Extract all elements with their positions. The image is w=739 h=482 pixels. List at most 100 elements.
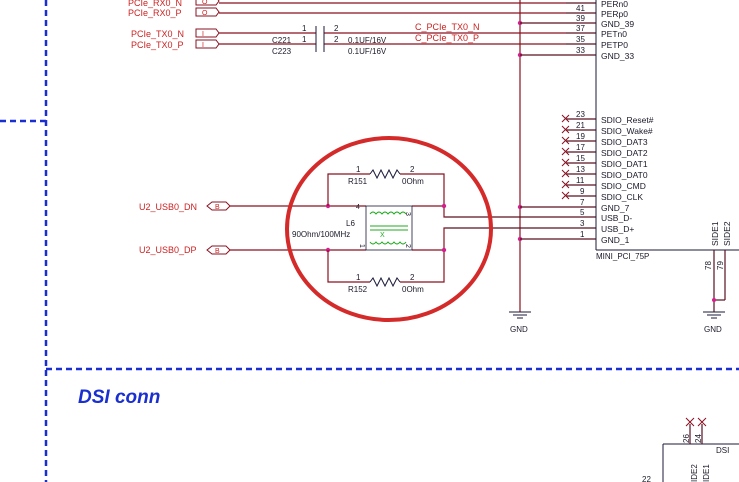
choke-value: 90Ohm/100MHz <box>292 230 350 239</box>
connector-side2: SIDE2 <box>722 221 732 246</box>
dsi-label: DSI <box>716 446 729 455</box>
pin-name-PERp0: PERp0 <box>601 9 628 19</box>
connector-side-pin-78: 78 <box>704 261 713 270</box>
pin-name-SDIO_DAT0: SDIO_DAT0 <box>601 170 648 180</box>
port-tx0-p-dir: I <box>202 42 204 49</box>
port-tx0-p <box>195 39 220 49</box>
capacitor-c223: C223 0.1UF/16V <box>272 47 387 56</box>
pin-name-GND_39: GND_39 <box>601 19 634 29</box>
connector-part-name: MINI_PCI_75P <box>596 252 649 261</box>
pin-num-23: 23 <box>576 110 585 119</box>
r151-pin2: 2 <box>410 165 415 174</box>
pin-name-SDIO_DAT1: SDIO_DAT1 <box>601 159 648 169</box>
choke-pin-1: 1 <box>358 244 365 248</box>
no-connect-marks <box>561 114 570 200</box>
pin-num-17: 17 <box>576 143 585 152</box>
r152-ref: R152 <box>348 285 368 294</box>
r151-value: 0Ohm <box>402 177 424 186</box>
connector-pin-names: PERn0 PERp0 GND_39 PETn0 PETP0 GND_33 SD… <box>601 0 654 245</box>
pcie-rx-ports: PCIe_RX0_N PCIe_RX0_P O O <box>128 0 566 18</box>
pcie-tx-ports: PCIe_TX0_N PCIe_TX0_P I I <box>131 28 566 50</box>
pin-name-SDIO_Reset: SDIO_Reset# <box>601 115 654 125</box>
choke-ref: L6 <box>346 219 355 228</box>
pin-num-3: 3 <box>580 219 585 228</box>
pin-num-5: 5 <box>580 208 585 217</box>
c221-value: 0.1UF/16V <box>348 36 387 45</box>
c221-ref: C221 <box>272 36 292 45</box>
junction-side <box>712 298 716 302</box>
pin-name-SDIO_Wake: SDIO_Wake# <box>601 126 653 136</box>
pin-num-1: 1 <box>580 230 585 239</box>
pin-num-7: 7 <box>580 198 585 207</box>
net-usb-dn: U2_USB0_DN <box>139 202 197 212</box>
pin-num-15: 15 <box>576 154 585 163</box>
gnd-label-1: GND <box>510 325 528 334</box>
pin-num-33: 33 <box>576 46 585 55</box>
c221-pin1: 1 <box>302 24 307 33</box>
r151-ref: R151 <box>348 177 368 186</box>
port-tx0-n-dir: I <box>202 31 204 38</box>
choke-l6: X 4 3 1 2 L6 90Ohm/100MHz <box>292 204 413 251</box>
net-pcie-tx0-p: PCIe_TX0_P <box>131 40 184 50</box>
gnd-symbol-1: GND <box>509 311 531 334</box>
dsi-side-ide1: IDE1 <box>702 464 711 482</box>
connector-side1: SIDE1 <box>710 221 720 246</box>
net-pcie-rx0-n: PCIe_RX0_N <box>128 0 182 8</box>
port-rx0-n <box>195 0 220 6</box>
pin-name-USB_DP: USB_D+ <box>601 224 634 234</box>
pin-name-SDIO_CLK: SDIO_CLK <box>601 192 643 202</box>
resistor-r151: 1 2 R151 0Ohm <box>348 165 424 186</box>
port-rx0-p-dir: O <box>202 10 208 17</box>
section-title-dsi: DSI conn <box>78 387 160 408</box>
resistor-r152: 1 2 R152 0Ohm <box>348 273 424 294</box>
pin-name-GND_1: GND_1 <box>601 235 630 245</box>
c223-pin1: 1 <box>302 35 307 44</box>
port-tx0-n <box>195 28 220 38</box>
gnd-symbol-2: GND <box>703 311 725 334</box>
choke-pin-2: 2 <box>404 244 411 248</box>
pin-name-SDIO_CMD: SDIO_CMD <box>601 181 646 191</box>
choke-mark: X <box>380 232 385 239</box>
dsi-pin-24: 24 <box>694 434 703 443</box>
connector-pin-stubs <box>445 2 596 240</box>
choke-pin-3: 3 <box>404 212 411 216</box>
capacitor-c221: 1 2 C221 0.1UF/16V 1 2 <box>272 24 387 52</box>
pin-num-19: 19 <box>576 132 585 141</box>
pin-name-GND_33: GND_33 <box>601 51 634 61</box>
port-usb-dp-dir: B <box>215 248 220 255</box>
c223-ref: C223 <box>272 47 292 56</box>
c223-value: 0.1UF/16V <box>348 47 387 56</box>
highlight-circle <box>285 136 493 322</box>
connector-side-pin-79: 79 <box>716 261 725 270</box>
net-usb-dp: U2_USB0_DP <box>139 245 197 255</box>
pin-num-39: 39 <box>576 14 585 23</box>
pin-name-PETn0: PETn0 <box>601 29 627 39</box>
pin-num-9: 9 <box>580 187 585 196</box>
gnd-label-2: GND <box>704 325 722 334</box>
pin-num-11: 11 <box>576 176 585 185</box>
pin-num-35: 35 <box>576 35 585 44</box>
pin-name-PETP0: PETP0 <box>601 40 628 50</box>
dsi-pin-22: 22 <box>642 475 651 482</box>
c223-pin2: 2 <box>334 35 339 44</box>
port-usb-dn-dir: B <box>215 204 220 211</box>
r152-pin2: 2 <box>410 273 415 282</box>
usb-nets: U2_USB0_DN B U2_USB0_DP B <box>139 201 366 255</box>
dsi-pin-26: 26 <box>682 434 691 443</box>
pin-name-SDIO_DAT2: SDIO_DAT2 <box>601 148 648 158</box>
net-pcie-tx0-n: PCIe_TX0_N <box>131 29 184 39</box>
pin-name-USB_DN: USB_D- <box>601 213 632 223</box>
r152-pin1: 1 <box>356 273 361 282</box>
net-pcie-rx0-p: PCIe_RX0_P <box>128 8 182 18</box>
net-c-pcie-tx0-p: C_PCIe_TX0_P <box>415 33 479 43</box>
port-rx0-n-dir: O <box>202 0 208 6</box>
pin-num-37: 37 <box>576 24 585 33</box>
pin-name-PERn0: PERn0 <box>601 0 628 9</box>
c221-pin2: 2 <box>334 24 339 33</box>
connector-pin-numbers: 41 39 37 35 33 23 21 19 17 15 13 11 9 7 … <box>576 4 585 239</box>
r152-value: 0Ohm <box>402 285 424 294</box>
pin-num-41: 41 <box>576 4 585 13</box>
pin-num-21: 21 <box>576 121 585 130</box>
port-rx0-p <box>195 7 220 17</box>
